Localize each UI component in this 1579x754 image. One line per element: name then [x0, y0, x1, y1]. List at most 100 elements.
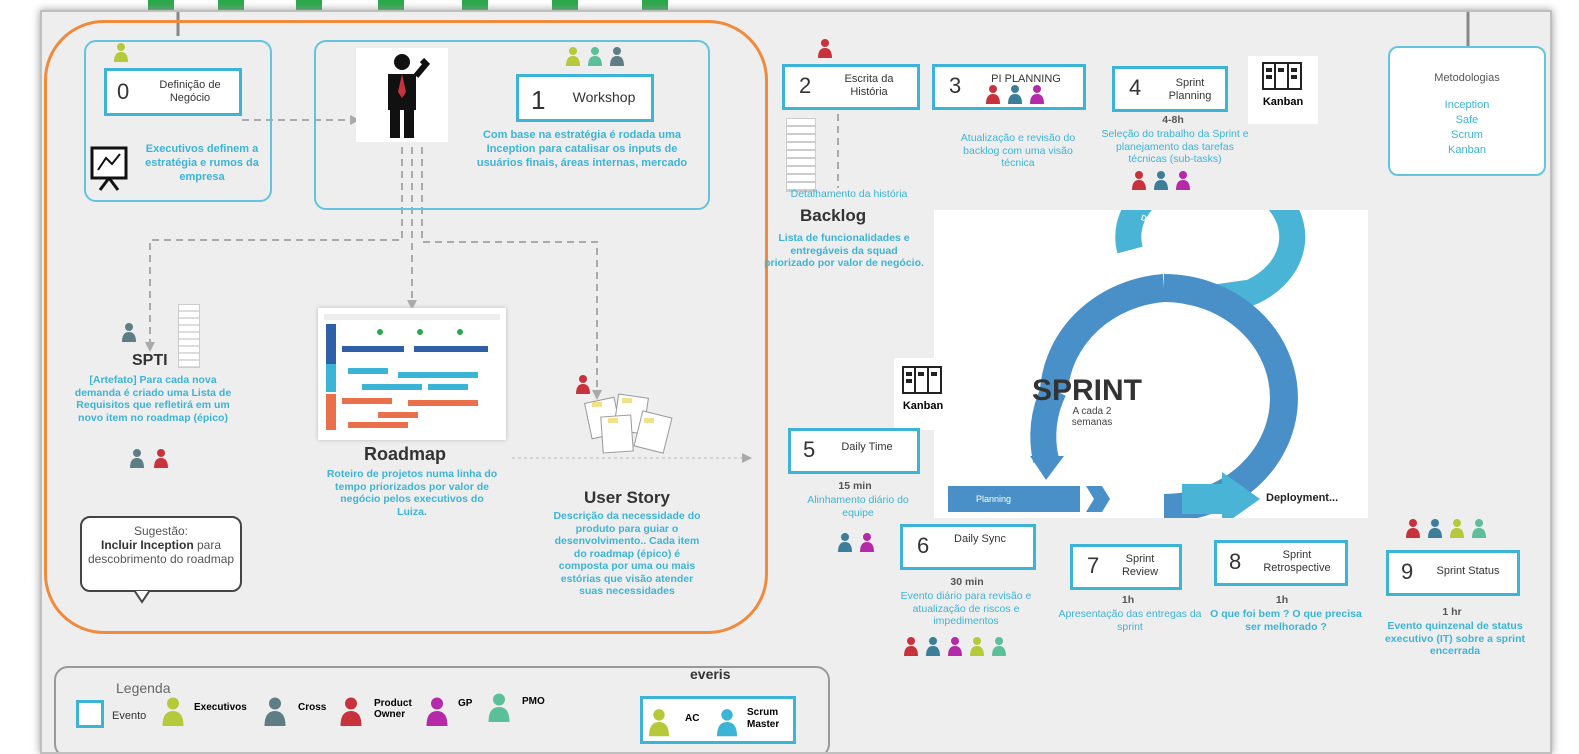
gp-person-icon: [1030, 85, 1044, 104]
suggestion-title: Sugestão:: [133, 524, 189, 538]
step8-description: O que foi bem ? O que precisa ser melhor…: [1210, 608, 1362, 633]
step9-event-box[interactable]: 9 Sprint Status: [1386, 550, 1520, 596]
strategy-board-icon: [90, 146, 128, 191]
legend-gp-label: GP: [458, 698, 473, 709]
step0-event-box[interactable]: 0 Definição de Negócio: [104, 68, 242, 116]
suggestion-callout: Sugestão: Incluir Inception para descobr…: [80, 516, 242, 592]
roadmap-chart-icon: [324, 314, 500, 430]
step-title: Sprint Planning: [1168, 77, 1212, 102]
top-marker: [642, 0, 668, 12]
kanban-card: Kanban: [1248, 56, 1318, 124]
backlog-description: Lista de funcionalidades e entregáveis d…: [764, 232, 924, 269]
step-title: Sprint Status: [1436, 565, 1500, 577]
user-story-description: Descrição da necessidade do produto para…: [553, 510, 701, 597]
gp-person-icon: [426, 697, 448, 726]
step4-event-box[interactable]: 4 Sprint Planning: [1112, 66, 1228, 112]
step5-duration: 15 min: [838, 480, 872, 492]
top-marker: [148, 0, 174, 12]
step-number: 1: [531, 85, 546, 115]
sprint-deploy-label: Deployment...: [1266, 492, 1339, 504]
step8-duration: 1h: [1275, 594, 1289, 606]
cross-person-icon: [1428, 519, 1442, 538]
executivos-person-icon: [970, 637, 984, 656]
legend-evento-label: Evento: [112, 710, 147, 722]
cross-person-icon: [1154, 171, 1168, 190]
step5-event-box[interactable]: 5 Daily Time: [788, 428, 920, 474]
legend-pmo-label: PMO: [522, 696, 545, 707]
legend-cross-label: Cross: [298, 702, 327, 713]
everis-box: AC Scrum Master: [640, 696, 796, 744]
cross-person-icon: [264, 697, 286, 726]
kanban-label: Kanban: [1262, 96, 1304, 108]
step-title: Sprint Retrospective: [1263, 549, 1331, 574]
product-owner-person-icon: [818, 39, 832, 58]
legend-executivos-label: Executivos: [194, 702, 247, 713]
backlog-detail-label: Detalhamento da história: [790, 188, 908, 200]
suggestion-rest: para descobrimento do roadmap: [87, 538, 235, 566]
pmo-person-icon: [992, 637, 1006, 656]
executivos-person-icon: [114, 43, 128, 62]
metodologia-item: Inception: [1444, 99, 1490, 111]
step-title: Daily Sync: [954, 533, 1006, 545]
scrum-master-person-icon: [717, 709, 737, 737]
everis-ac-label: AC: [685, 713, 700, 724]
cross-person-icon: [610, 47, 624, 66]
pmo-person-icon: [1472, 519, 1486, 538]
top-marker: [378, 0, 404, 12]
legend-title: Legenda: [116, 680, 171, 696]
step8-event-box[interactable]: 8 Sprint Retrospective: [1214, 540, 1348, 586]
metodologia-item: Scrum: [1451, 129, 1483, 141]
spti-description: [Artefato] Para cada nova demanda é cria…: [74, 374, 232, 424]
step9-description: Evento quinzenal de status executivo (IT…: [1384, 620, 1526, 657]
legend-event-swatch: [76, 700, 104, 728]
step-title: Sprint Review: [1121, 553, 1159, 578]
gp-person-icon: [948, 637, 962, 656]
metodologias-box: Metodologias Inception Safe Scrum Kanban: [1388, 46, 1546, 176]
step-number: 0: [117, 79, 130, 104]
sprint-planning-label: Planning: [976, 494, 1012, 504]
step2-event-box[interactable]: 2 Escrita da História: [782, 64, 920, 110]
product-owner-person-icon: [340, 697, 362, 726]
roadmap-title: Roadmap: [364, 444, 447, 464]
thinking-person-image: [356, 48, 448, 142]
metodologias-title: Metodologias: [1434, 72, 1500, 84]
diagram-canvas: 0 Definição de Negócio Executivos define…: [40, 10, 1552, 754]
metodologia-item: Safe: [1455, 114, 1479, 126]
spti-title: SPTI: [132, 352, 168, 369]
kanban-board-icon: [902, 366, 942, 394]
cross-person-icon: [838, 533, 852, 552]
sprint-subtitle: A cada 2 semanas: [1071, 406, 1113, 428]
gp-person-icon: [1176, 171, 1190, 190]
step7-description: Apresentação das entregas da sprint: [1058, 608, 1202, 633]
product-owner-person-icon: [576, 375, 590, 394]
thinking-person-icon: [388, 54, 431, 138]
step4-duration: 4-8h: [1162, 114, 1184, 126]
step-title: Escrita da História: [844, 73, 894, 98]
cross-person-icon: [926, 637, 940, 656]
step6-duration: 30 min: [950, 576, 984, 588]
executivos-person-icon: [162, 697, 184, 726]
step1-event-box[interactable]: 1 Workshop: [516, 74, 654, 122]
step6-event-box[interactable]: 6 Daily Sync: [900, 524, 1036, 570]
step7-event-box[interactable]: 7 Sprint Review: [1070, 544, 1182, 590]
step1-panel: [314, 40, 710, 210]
metodologias-list: Inception Safe Scrum Kanban: [1390, 98, 1544, 158]
step-title: PI PLANNING: [991, 73, 1061, 85]
step-title: Daily Time: [841, 441, 893, 453]
top-marker: [296, 0, 322, 12]
kanban-card: Kanban: [894, 358, 952, 430]
product-owner-person-icon: [904, 637, 918, 656]
step1-description: Com base na estratégia é rodada uma Ince…: [476, 129, 688, 169]
ac-person-icon: [649, 709, 669, 737]
roadmap-description: Roteiro de projetos numa linha do tempo …: [326, 468, 498, 518]
top-marker: [462, 0, 488, 12]
step5-description: Alinhamento diário do equipe: [807, 494, 909, 519]
step6-description: Evento diário para revisão e atualização…: [900, 590, 1032, 627]
product-owner-person-icon: [1132, 171, 1146, 190]
everis-sm-label: Scrum Master: [747, 707, 780, 730]
step-title: Workshop: [572, 89, 636, 105]
step-number: 2: [799, 73, 812, 98]
step0-description: Executivos definem a estratégia e rumos …: [145, 143, 259, 183]
step3-description: Atualização e revisão do backlog com uma…: [960, 132, 1076, 169]
requirements-list-icon: [178, 304, 200, 368]
